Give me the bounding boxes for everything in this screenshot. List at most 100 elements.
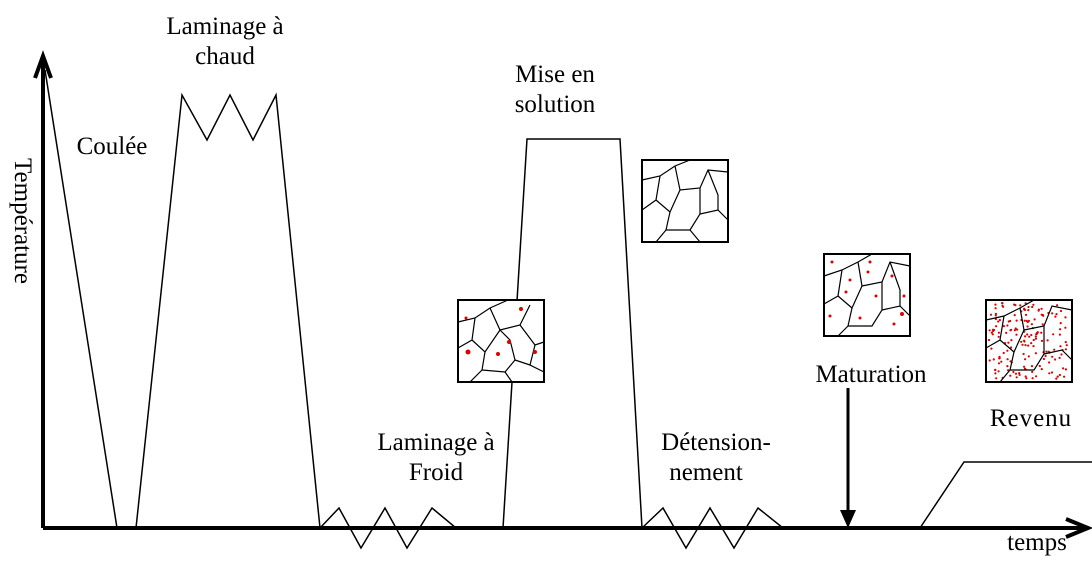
precipitate-dot (1013, 329, 1017, 332)
label-laminage-chaud-line1: Laminage à (166, 13, 284, 40)
precipitate-dot (1031, 305, 1034, 309)
precipitate-dot (1045, 350, 1048, 353)
precipitate-dot (1058, 333, 1061, 336)
microstructure-4-icon (985, 299, 1073, 383)
precipitate-dot (1024, 375, 1027, 378)
precipitate-dot (994, 372, 997, 375)
y-axis-label: Température (9, 158, 36, 284)
precipitate-dot (1048, 361, 1051, 364)
precipitate-dot (1059, 309, 1063, 313)
precipitate-dot (987, 338, 991, 342)
precipitate-dot (1034, 335, 1037, 338)
precipitate-dot (992, 358, 995, 361)
precipitate-dot (1010, 328, 1013, 331)
precipitate-dot (1023, 365, 1026, 368)
precipitate-dot (1021, 343, 1024, 346)
precipitate-dot (1027, 309, 1030, 312)
precipitate-dot (1007, 320, 1010, 323)
precipitate-dot (1009, 360, 1012, 363)
precipitate-dot (1015, 319, 1018, 322)
label-detensionnement-line1: Détension- (661, 429, 771, 456)
microstructure-3-icon (823, 253, 911, 337)
precipitate-dot (988, 329, 991, 332)
laminage-froid-zigzag (319, 506, 457, 550)
precipitate-dot (1030, 342, 1033, 345)
precipitate-dot (1059, 328, 1062, 331)
precipitate-dot (994, 312, 998, 315)
precipitate-dot (1032, 338, 1035, 342)
precipitate-dot (1023, 308, 1026, 311)
label-laminage-chaud: Laminage à chaud (140, 12, 310, 72)
microstructure-2-icon (641, 159, 729, 243)
precipitate-dot (1055, 313, 1058, 316)
label-detensionnement-line2: nement (669, 459, 743, 486)
precipitate-dot (997, 362, 1001, 365)
precipitate-dot (1052, 333, 1055, 336)
label-laminage-froid: Laminage à Froid (356, 428, 516, 488)
precipitate-dot (1024, 313, 1028, 316)
precipitate-dot (1027, 305, 1030, 309)
precipitate-dot (994, 307, 997, 310)
precipitate-dot (997, 331, 1001, 334)
precipitate-dot (1026, 320, 1029, 324)
precipitate-dot (988, 359, 991, 362)
precipitate-dot (1056, 375, 1059, 378)
precipitate-dot (1040, 307, 1043, 310)
precipitate-dot (995, 377, 998, 380)
precipitate-dot (1023, 339, 1026, 342)
microstructure-1-icon (457, 299, 545, 383)
precipitate-dot (1006, 358, 1009, 361)
precipitate-dot (1054, 315, 1057, 318)
precipitate-dot (1018, 373, 1021, 376)
label-laminage-froid-line2: Froid (408, 459, 464, 486)
precipitate-dot (1064, 341, 1067, 344)
precipitate-dot (1014, 372, 1018, 375)
precipitate-dot (997, 335, 1000, 338)
label-coulee: Coulée (76, 133, 148, 160)
precipitate-dot (1025, 377, 1028, 380)
precipitate-dot (998, 318, 1002, 322)
precipitate-dot (1064, 316, 1067, 319)
precipitate-dot (1006, 324, 1009, 327)
precipitate-dot (1010, 346, 1013, 349)
precipitate-dot (1034, 352, 1037, 355)
precipitate-dot (1064, 368, 1067, 371)
precipitate-dot (1046, 339, 1049, 342)
precipitate-dot (1040, 368, 1043, 371)
precipitate-dot (991, 333, 994, 336)
precipitate-dot (989, 313, 993, 316)
precipitate-dot (1032, 303, 1035, 306)
precipitate-dot (1013, 314, 1016, 317)
precipitate-dot (1036, 331, 1039, 334)
precipitate-dot (1050, 371, 1054, 374)
label-detensionnement: Détension- nement (636, 428, 796, 488)
precipitate-dot (995, 325, 998, 328)
precipitate-dot (1063, 375, 1066, 378)
precipitate-dot (1058, 373, 1061, 377)
x-axis-arrow (1065, 517, 1092, 539)
precipitate-dot (1023, 319, 1026, 322)
x-axis-label: temps (1007, 529, 1067, 556)
precipitate-dot (1037, 309, 1040, 312)
precipitate-dot (1055, 377, 1058, 380)
precipitate-dot (1030, 333, 1033, 337)
precipitate-dot (1064, 348, 1067, 351)
label-mise-solution: Mise en solution (490, 60, 620, 120)
label-mise-solution-line2: solution (514, 91, 596, 118)
precipitate-dot (1041, 323, 1044, 326)
precipitate-dot (1001, 304, 1004, 307)
precipitate-dot (994, 368, 997, 372)
precipitate-dot (997, 370, 1000, 373)
precipitate-dot (1018, 372, 1021, 375)
precipitate-dot (1006, 365, 1009, 368)
precipitate-dot (1031, 370, 1034, 373)
precipitate-dot (1044, 354, 1047, 358)
laminage-chaud-curve (135, 92, 321, 529)
precipitate-dot (994, 303, 997, 306)
precipitate-dot (1048, 372, 1051, 375)
precipitate-dot (1062, 367, 1065, 370)
precipitate-dot (1000, 360, 1003, 363)
precipitate-dot (1010, 339, 1013, 342)
precipitate-dot (1030, 365, 1034, 368)
